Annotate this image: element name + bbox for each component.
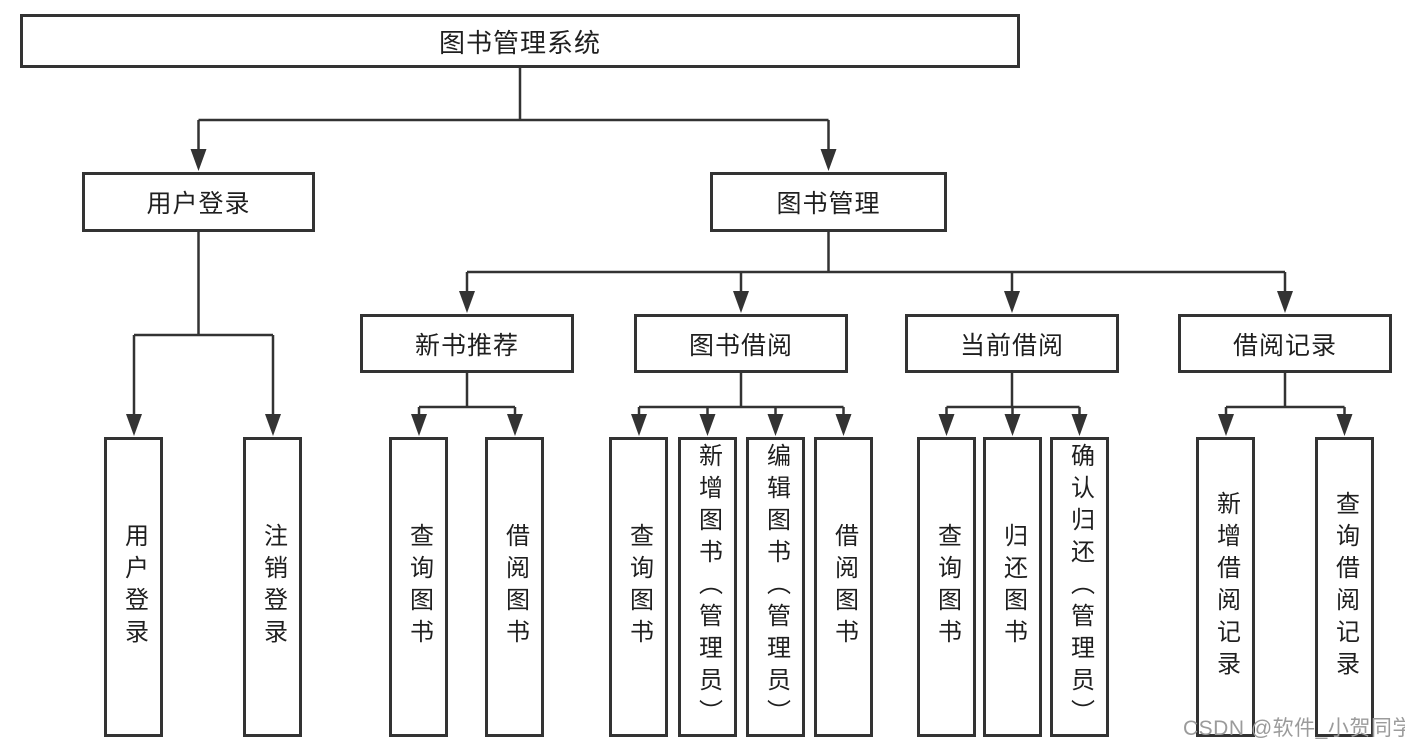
node-label: 用户登录 [146, 190, 251, 218]
arrowhead-icon [1004, 414, 1021, 436]
edge-borrowrecords-to-leaves [1224, 373, 1346, 416]
node-label: 借阅图书 [830, 523, 858, 651]
node-book-borrowing: 图书借阅 [634, 314, 848, 373]
node-book-management: 图书管理 [710, 172, 947, 232]
arrowhead-icon [820, 149, 837, 171]
leaf-bb-add-book-admin: 新增图书（管理员） [678, 437, 737, 737]
watermark: CSDN @软件_小贺同学 [1183, 717, 1405, 740]
arrowhead-icon [411, 414, 427, 436]
leaf-rec-query-book: 查询图书 [389, 437, 448, 737]
arrowheads [126, 149, 1353, 436]
arrowhead-icon [767, 414, 784, 436]
node-label: 确认归还（管理员） [1066, 443, 1094, 731]
node-label: 查询图书 [405, 523, 433, 651]
node-current-borrowing: 当前借阅 [905, 314, 1119, 373]
node-label: 查询借阅记录 [1331, 491, 1359, 683]
node-label: 编辑图书（管理员） [762, 443, 790, 731]
arrowhead-icon [265, 414, 281, 436]
arrowhead-icon [835, 414, 852, 436]
edge-currentborrow-to-leaves [945, 373, 1081, 416]
arrowhead-icon [1004, 291, 1020, 313]
edge-root-to-level2 [197, 68, 830, 151]
node-label: 用户登录 [120, 523, 148, 651]
leaf-bb-edit-book-admin: 编辑图书（管理员） [746, 437, 805, 737]
node-label: 注销登录 [259, 523, 287, 651]
arrowhead-icon [1277, 291, 1293, 313]
edge-bookmgmt-to-level3 [465, 232, 1287, 293]
edge-userlogin-to-leaves [132, 232, 275, 416]
node-label: 新增图书（管理员） [694, 443, 722, 731]
arrowhead-icon [1218, 414, 1234, 436]
node-label: 查询图书 [933, 523, 961, 651]
node-borrowing-records: 借阅记录 [1178, 314, 1392, 373]
node-user-login: 用户登录 [82, 172, 315, 232]
arrowhead-icon [126, 414, 142, 436]
leaf-rec-borrow-book: 借阅图书 [485, 437, 544, 737]
node-label: 新增借阅记录 [1212, 491, 1240, 683]
node-label: 新书推荐 [414, 331, 519, 360]
arrowhead-icon [190, 149, 207, 171]
arrowhead-icon [507, 414, 523, 436]
arrowhead-icon [733, 291, 749, 313]
arrowhead-icon [938, 414, 955, 436]
node-label: 借阅记录 [1232, 331, 1337, 360]
edge-newbookrec-to-leaves [417, 373, 517, 416]
leaf-user-login: 用户登录 [104, 437, 163, 737]
leaf-br-add-record: 新增借阅记录 [1196, 437, 1255, 737]
node-library-management-system: 图书管理系统 [20, 14, 1020, 68]
arrowhead-icon [1336, 414, 1353, 436]
leaf-bb-query-book: 查询图书 [609, 437, 668, 737]
leaf-cb-return-book: 归还图书 [983, 437, 1042, 737]
arrowhead-icon [699, 414, 716, 436]
edge-bookborrow-to-leaves [637, 373, 845, 416]
leaf-cb-query-book: 查询图书 [917, 437, 976, 737]
node-label: 当前借阅 [959, 331, 1064, 360]
node-label: 图书管理 [776, 190, 881, 218]
node-label: 图书管理系统 [438, 27, 601, 58]
node-new-book-recommend: 新书推荐 [360, 314, 574, 373]
node-label: 图书借阅 [688, 331, 793, 360]
leaf-bb-borrow-book: 借阅图书 [814, 437, 873, 737]
leaf-cb-confirm-return-admin: 确认归还（管理员） [1050, 437, 1109, 737]
leaf-logout: 注销登录 [243, 437, 302, 737]
node-label: 借阅图书 [501, 523, 529, 651]
node-label: 查询图书 [625, 523, 653, 651]
node-label: 归还图书 [999, 523, 1027, 651]
arrowhead-icon [459, 291, 475, 313]
arrowhead-icon [1071, 414, 1088, 436]
arrowhead-icon [631, 414, 647, 436]
leaf-br-query-record: 查询借阅记录 [1315, 437, 1374, 737]
